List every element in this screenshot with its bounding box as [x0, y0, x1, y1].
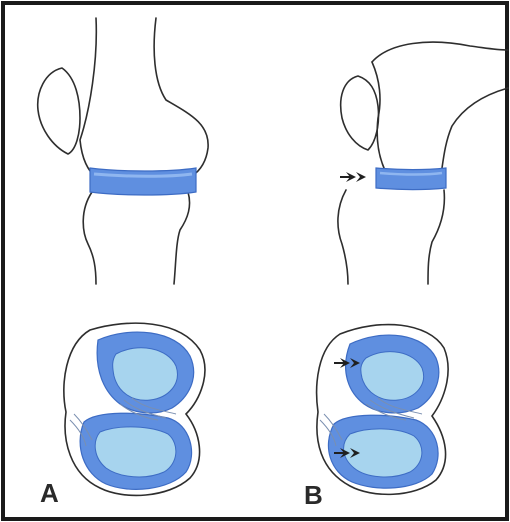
panel-label-b: B — [304, 480, 323, 511]
panel-b-tibial-plateau — [317, 325, 448, 495]
panel-a-tibial-plateau — [64, 323, 205, 495]
panel-label-a: A — [40, 478, 59, 509]
meniscus-band-b — [376, 168, 446, 190]
meniscus-band-a — [90, 168, 196, 195]
medial-meniscus-a-inner — [95, 427, 176, 477]
